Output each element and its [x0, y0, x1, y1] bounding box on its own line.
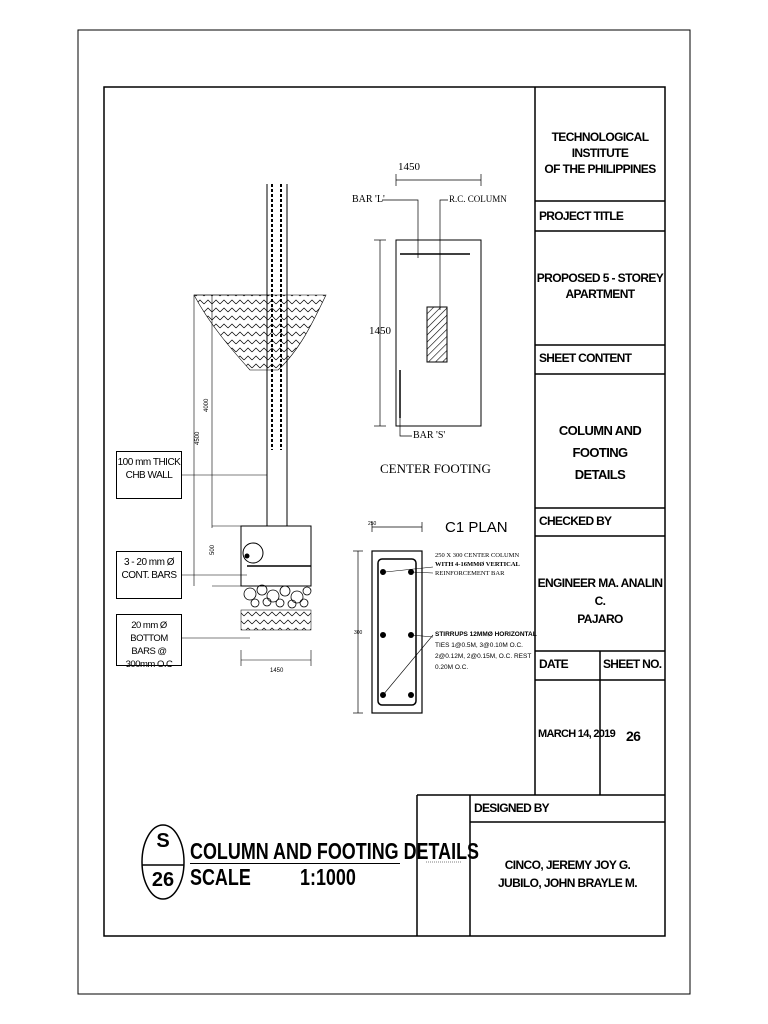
c1-stirrups-note: STIRRUPS 12MMØ HORIZONTAL TIES 1@0.5M, 3…: [435, 631, 537, 671]
center-footing-plan-drawing: [374, 174, 482, 437]
label-rc-column: R.C. COLUMN: [449, 194, 507, 204]
project-title-label: PROJECT TITLE: [539, 209, 624, 223]
sheet-bubble: [141, 824, 185, 900]
footing-dim-side: 1450: [369, 325, 391, 337]
label-bar-s: BAR 'S': [413, 430, 446, 441]
checked-by: ENGINEER MA. ANALIN C. PAJARO: [537, 576, 663, 626]
callout-bottom-bars: 20 mm Ø BOTTOM BARS @ 300mm O.C: [116, 614, 182, 670]
title-block: TECHNOLOGICAL INSTITUTE OF THE PHILIPPIN…: [535, 87, 665, 795]
center-footing-caption: CENTER FOOTING: [380, 461, 491, 476]
dimension-lines: [182, 294, 312, 666]
drawing-title: COLUMN AND FOOTING DETAILS: [190, 838, 480, 864]
c1-column-note: 250 X 300 CENTER COLUMN WITH 4-16MMØ VER…: [435, 552, 520, 577]
date-label: DATE: [539, 657, 569, 671]
label-bar-l: BAR 'L': [352, 194, 385, 205]
scale-label: SCALE: [190, 864, 251, 890]
column-plan-drawing: [353, 522, 434, 714]
c1-dim-250: 250: [368, 521, 377, 527]
dim-4000: 4000: [204, 398, 210, 412]
sheet-number: 26: [151, 869, 175, 891]
sheet-content-label: SHEET CONTENT: [539, 351, 632, 365]
project-title: PROPOSED 5 - STOREY APARTMENT: [536, 271, 664, 301]
sheet-no-label: SHEET NO.: [603, 657, 662, 671]
sheet-no-value: 26: [626, 728, 641, 744]
callout-cont-bars: 3 - 20 mm Ø CONT. BARS: [116, 551, 182, 599]
institution-name: TECHNOLOGICAL INSTITUTE OF THE PHILIPPIN…: [544, 130, 656, 176]
dim-500: 500: [210, 544, 216, 555]
dim-4500: 4500: [195, 431, 201, 445]
dim-1450-section: 1450: [270, 668, 284, 674]
footing-dim-top: 1450: [398, 161, 420, 173]
gravel-bed: [243, 584, 312, 609]
c1-dim-300: 300: [354, 630, 363, 636]
scale-value: 1:1000: [300, 864, 356, 890]
c1-plan-caption: C1 PLAN: [445, 519, 508, 536]
designed-by-label: DESIGNED BY: [474, 801, 550, 815]
sheet-letter: S: [156, 830, 170, 852]
callout-chb-wall: 100 mm THICK CHB WALL: [116, 451, 182, 499]
chb-wall: [266, 184, 288, 528]
date-value: MARCH 14, 2019: [538, 728, 616, 740]
checked-by-label: CHECKED BY: [539, 514, 612, 528]
sheet-content: COLUMN AND FOOTING DETAILS: [558, 423, 642, 482]
title-underline: [190, 863, 400, 864]
footing-section-drawing: 4000 4500 500 1450: [182, 184, 327, 674]
